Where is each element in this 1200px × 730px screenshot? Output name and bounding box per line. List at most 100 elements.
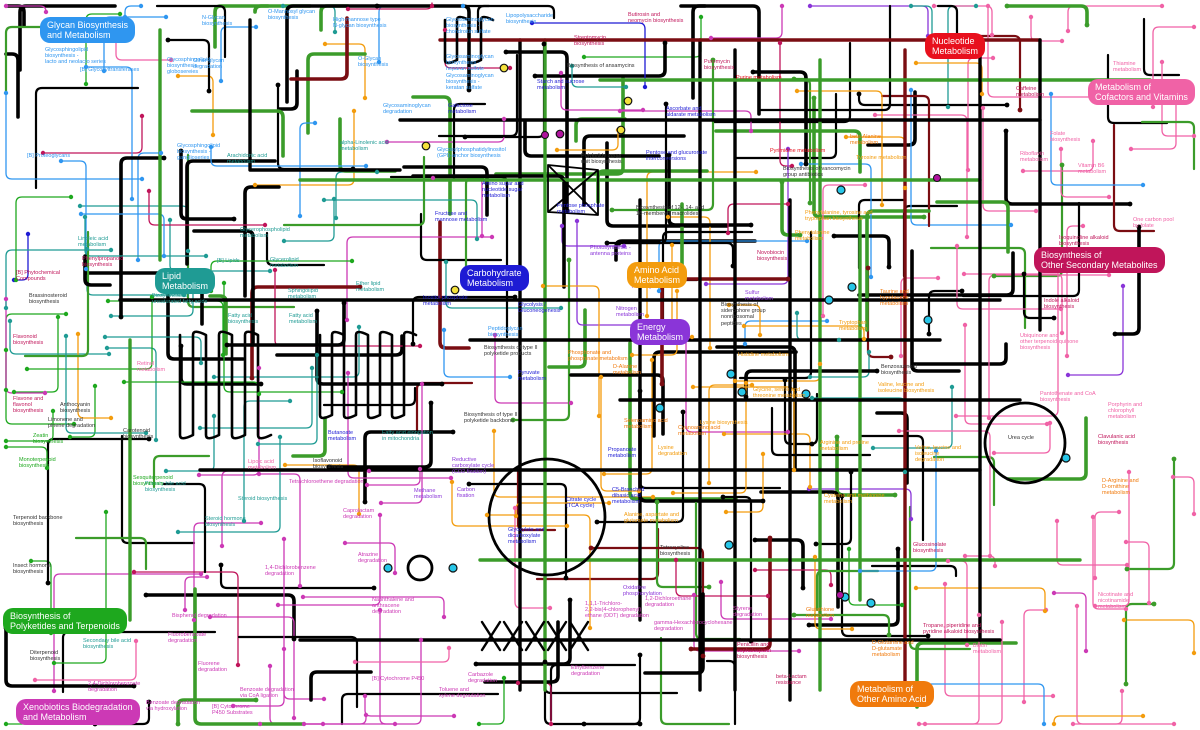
compound-node[interactable] — [349, 258, 355, 264]
compound-node[interactable] — [721, 431, 727, 437]
compound-node[interactable] — [1080, 223, 1086, 229]
compound-node[interactable] — [1171, 721, 1177, 727]
pathway-label[interactable]: Pyruvate metabolism — [518, 370, 547, 383]
reaction-line[interactable] — [419, 212, 503, 262]
compound-node[interactable] — [449, 479, 455, 485]
compound-node[interactable] — [418, 637, 424, 643]
compound-node[interactable] — [1083, 648, 1089, 654]
compound-node[interactable] — [990, 55, 996, 61]
compound-node[interactable] — [102, 334, 108, 340]
compound-node[interactable] — [3, 305, 9, 311]
reaction-line[interactable] — [119, 156, 166, 319]
compound-node[interactable] — [378, 500, 384, 506]
compound-node[interactable] — [581, 721, 587, 727]
compound-node[interactable] — [779, 179, 785, 185]
reaction-line[interactable] — [4, 52, 20, 119]
compound-node[interactable] — [221, 280, 227, 286]
pathway-label[interactable]: Zeatin biosynthesis — [33, 433, 64, 446]
compound-node[interactable] — [1159, 3, 1165, 9]
compound-node[interactable] — [175, 721, 181, 727]
reaction-line[interactable] — [866, 266, 893, 359]
compound-node[interactable] — [231, 216, 237, 222]
compound-node[interactable] — [669, 242, 675, 248]
reaction-line[interactable] — [915, 587, 1046, 612]
category-badge-secondary[interactable]: Biosynthesis of Other Secondary Metaboli… — [1034, 247, 1165, 273]
reaction-line[interactable] — [780, 180, 802, 237]
compound-node[interactable] — [138, 3, 144, 9]
reaction-line[interactable] — [69, 385, 96, 438]
compound-node[interactable] — [1021, 271, 1027, 277]
pathway-label[interactable]: Folate biosynthesis — [1050, 131, 1081, 144]
crossing-link[interactable] — [546, 620, 568, 652]
compound-node[interactable] — [275, 602, 281, 608]
reaction-line[interactable] — [576, 220, 665, 326]
compound-node[interactable] — [253, 24, 259, 30]
compound-node[interactable] — [364, 482, 370, 488]
compound-node[interactable] — [807, 200, 813, 206]
compound-node[interactable] — [1028, 14, 1034, 20]
compound-node[interactable] — [879, 202, 885, 208]
pathway-label[interactable]: Benzoxazinoid biosynthesis — [881, 364, 917, 377]
pentose-star[interactable] — [547, 164, 599, 216]
reaction-line[interactable] — [898, 430, 991, 557]
compound-node[interactable] — [812, 554, 818, 560]
compound-node[interactable] — [430, 175, 436, 181]
compound-node[interactable] — [208, 144, 214, 150]
compound-node[interactable] — [146, 699, 152, 705]
compound-node[interactable] — [902, 469, 908, 475]
pathway-label[interactable]: Taurine and hypotaurine metabolism — [880, 289, 909, 308]
compound-node[interactable] — [750, 69, 756, 75]
compound-node[interactable] — [706, 584, 712, 590]
compound-node[interactable] — [777, 40, 783, 46]
reaction-line[interactable] — [982, 107, 1037, 212]
category-badge-glycan[interactable]: Glycan Biosynthesis and Metabolism — [40, 17, 136, 43]
compound-node[interactable] — [743, 380, 749, 386]
compound-node[interactable] — [7, 318, 13, 324]
pathway-label[interactable]: Tyrosine metabolism — [856, 155, 907, 161]
compound-node[interactable] — [689, 334, 695, 340]
reaction-line[interactable] — [516, 470, 557, 532]
compound-node[interactable] — [143, 592, 149, 598]
reaction-line[interactable] — [133, 571, 239, 666]
reaction-line[interactable] — [870, 564, 958, 578]
compound-node[interactable] — [1074, 603, 1080, 609]
compound-node[interactable] — [255, 441, 261, 447]
reaction-line[interactable] — [617, 241, 735, 268]
compound-node[interactable] — [484, 512, 490, 518]
reaction-line[interactable] — [1161, 61, 1195, 137]
compound-node[interactable] — [392, 570, 398, 576]
reaction-line[interactable] — [1152, 26, 1195, 108]
reaction-line[interactable] — [1094, 471, 1130, 607]
compound-node[interactable] — [1090, 514, 1096, 520]
compound-node[interactable] — [462, 134, 468, 140]
compound-node[interactable] — [908, 87, 914, 93]
compound-node[interactable] — [596, 413, 602, 419]
reaction-line[interactable] — [1060, 148, 1110, 198]
compound-node[interactable] — [220, 352, 226, 358]
compound-node[interactable] — [1021, 699, 1027, 705]
compound-node[interactable] — [532, 73, 538, 79]
pathway-label[interactable]: Arginine and proline metabolism — [820, 440, 869, 453]
compound-node[interactable] — [674, 288, 680, 294]
compound-node[interactable] — [566, 257, 572, 263]
pathway-label[interactable]: Glyoxylate and dicarboxylate metabolism — [508, 527, 545, 546]
reaction-line[interactable] — [631, 290, 678, 356]
reaction-line[interactable] — [13, 233, 29, 281]
pathway-label[interactable]: Starch and sucrose metabolism — [537, 79, 585, 92]
pathway-label[interactable]: Glycerolipid metabolism — [270, 257, 299, 270]
compound-node[interactable] — [710, 57, 716, 63]
reaction-line[interactable] — [1022, 272, 1056, 320]
reaction-line[interactable] — [924, 621, 1003, 725]
compound-node[interactable] — [466, 481, 472, 487]
pathway-label[interactable]: Penicillin and cephalosporin biosynthesi… — [737, 642, 772, 661]
category-badge-lipid[interactable]: Lipid Metabolism — [155, 268, 216, 294]
compound-node[interactable] — [512, 505, 518, 511]
compound-node[interactable] — [1112, 331, 1118, 337]
pathway-label[interactable]: Pyrimidine metabolism — [770, 148, 826, 154]
reaction-line[interactable] — [5, 349, 75, 425]
pathway-label[interactable]: Tetrachloroethene degradation — [289, 479, 364, 485]
pathway-label[interactable]: Limonene and pinene degradation — [48, 417, 96, 430]
reaction-line[interactable] — [1030, 16, 1063, 42]
compound-node[interactable] — [753, 169, 759, 175]
compound-node[interactable] — [1159, 59, 1165, 65]
